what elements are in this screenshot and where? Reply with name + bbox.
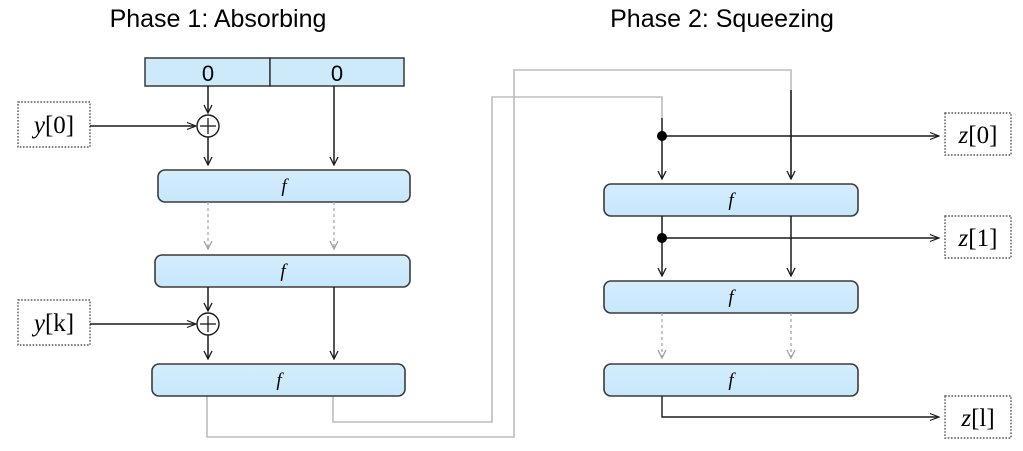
f-block-rect-p2-3 — [603, 363, 859, 397]
output-label-z0-index: [0] — [968, 122, 997, 149]
f-block-label-p1-1: f — [281, 176, 289, 197]
output-z1-group[interactable]: z[1] — [657, 215, 1012, 259]
f-block-label-p2-2: f — [728, 287, 736, 308]
output-label-z1: z[1] — [958, 225, 998, 252]
state-cell-label-1: 0 — [331, 61, 343, 86]
xor-node-1 — [196, 114, 220, 138]
f-block-label-p1-3: f — [276, 370, 284, 391]
output-label-zl: z[l] — [960, 405, 994, 432]
input-box-yk[interactable] — [17, 299, 91, 346]
phase-2-title: Phase 2: Squeezing — [610, 5, 834, 33]
state-cell-label-0: 0 — [202, 61, 214, 86]
f-block-rect-p1-2 — [154, 254, 411, 288]
f-block-rect-p2-2 — [603, 280, 859, 314]
phase-2-group: z[0] f z[1] f f — [603, 90, 1012, 439]
state-cell-rate — [269, 57, 405, 87]
f-block-label-p2-3: f — [728, 370, 736, 391]
tap-node-z1 — [657, 233, 667, 243]
xor-node-2 — [196, 312, 220, 336]
f-block-label-p2-1: f — [728, 190, 736, 211]
feedback-path-inner — [332, 96, 663, 423]
output-label-z1-var: z — [958, 225, 969, 252]
output-zl-group[interactable]: z[l] — [661, 395, 1012, 439]
phase-1-title: Phase 1: Absorbing — [110, 5, 327, 33]
phase-1-group: 0 0 y[0] f — [17, 57, 411, 397]
output-box-z0[interactable] — [944, 112, 1012, 156]
output-label-zl-index: [l] — [971, 405, 995, 432]
f-block-p1-2: f — [154, 254, 411, 288]
input-yk-group[interactable]: y[k] — [17, 299, 195, 346]
f-block-p1-3: f — [151, 363, 406, 397]
input-label-y0-index: [0] — [45, 112, 74, 139]
input-label-yk: y[k] — [31, 310, 74, 337]
tap-node-z0 — [657, 131, 667, 141]
input-label-y0-var: y — [31, 112, 46, 139]
output-z0-group[interactable]: z[0] — [657, 112, 1012, 156]
feedback-paths-group — [206, 69, 792, 438]
f-block-p1-1: f — [157, 169, 411, 203]
output-label-zl-var: z — [960, 405, 971, 432]
arrow-f3-to-zl — [661, 396, 938, 417]
input-label-yk-var: y — [31, 310, 46, 337]
f-block-rect-p1-3 — [151, 363, 406, 397]
f-block-rect-p1-1 — [157, 169, 411, 203]
f-block-p2-2: f — [603, 280, 859, 314]
f-block-rect-p2-1 — [603, 183, 859, 217]
input-label-yk-index: [k] — [45, 310, 74, 337]
input-y0-group[interactable]: y[0] — [17, 101, 195, 148]
f-block-p2-1: f — [603, 183, 859, 217]
f-block-p2-3: f — [603, 363, 859, 397]
feedback-path-outer — [206, 69, 792, 438]
input-box-y0[interactable] — [17, 101, 91, 148]
output-label-z1-index: [1] — [968, 225, 997, 252]
f-block-label-p1-2: f — [280, 261, 288, 282]
output-box-z1[interactable] — [944, 215, 1012, 259]
output-label-z0-var: z — [958, 122, 969, 149]
input-label-y0: y[0] — [31, 112, 74, 139]
output-box-zl[interactable] — [944, 395, 1012, 439]
state-register: 0 0 — [144, 57, 405, 87]
output-label-z0: z[0] — [958, 122, 998, 149]
